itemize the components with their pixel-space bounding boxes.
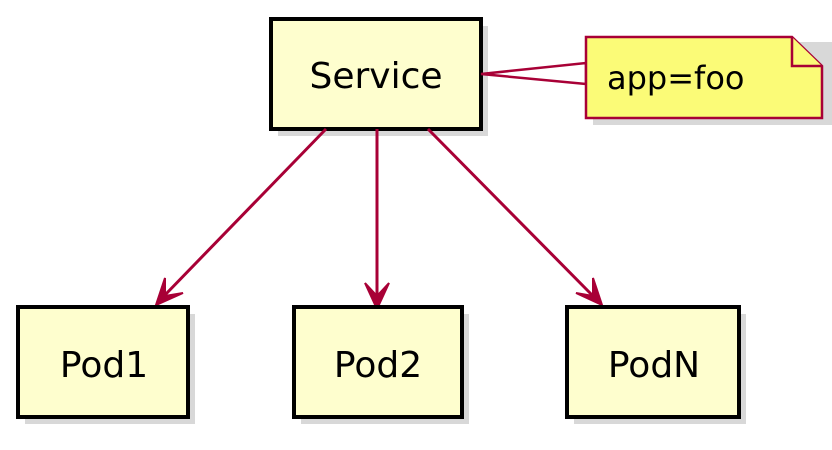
arrowhead — [364, 282, 390, 312]
podn-label: PodN — [608, 345, 700, 386]
note-connector — [480, 61, 588, 86]
pod2-node: Pod2 — [292, 305, 469, 424]
arrowhead — [575, 277, 604, 307]
label-note: app=foo — [480, 35, 832, 125]
edge-service-pod2 — [364, 129, 390, 312]
arrowhead — [154, 277, 184, 307]
edge-service-podn — [426, 127, 604, 307]
podn-node: PodN — [565, 305, 746, 424]
service-label: Service — [309, 56, 442, 97]
service-node: Service — [269, 17, 488, 136]
pod2-label: Pod2 — [334, 345, 422, 386]
pod1-node: Pod1 — [16, 305, 195, 424]
note-text: app=foo — [607, 59, 744, 97]
edge-service-pod1 — [154, 127, 328, 307]
pod1-label: Pod1 — [60, 345, 148, 386]
